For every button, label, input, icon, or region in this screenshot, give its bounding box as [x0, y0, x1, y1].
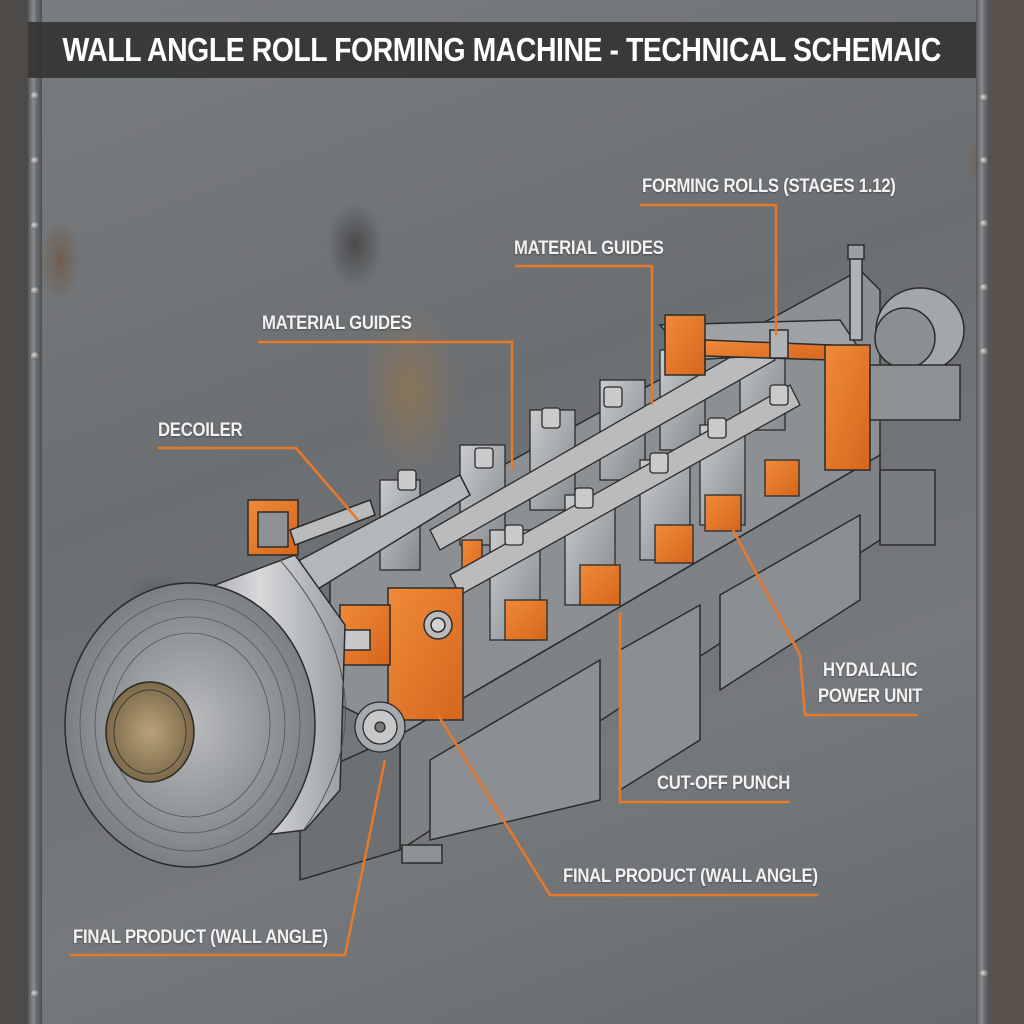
callout-material-guides-lower: MATERIAL GUIDES	[262, 313, 412, 334]
leader-material-guides-upper	[515, 264, 654, 405]
rivet	[31, 287, 39, 295]
rivet	[31, 157, 39, 165]
callout-hydraulic-power-unit: HYDALALIC POWER UNIT	[818, 658, 922, 710]
rivet	[31, 92, 39, 100]
rivet	[980, 220, 988, 228]
leader-final-product-left	[70, 759, 387, 957]
callout-hydraulic-line2: POWER UNIT	[818, 686, 923, 707]
rivet	[31, 222, 39, 230]
callout-forming-rolls: FORMING ROLLS (STAGES 1.12)	[642, 176, 896, 197]
left-riveted-seam	[28, 0, 42, 1024]
rivet	[980, 157, 988, 165]
rivet	[31, 990, 39, 998]
left-frame-edge	[0, 0, 28, 1024]
leader-hydraulic	[731, 529, 918, 717]
rivet	[980, 348, 988, 356]
gear	[354, 701, 406, 753]
title-bar: WALL ANGLE ROLL FORMING MACHINE - TECHNI…	[28, 22, 976, 78]
leader-cut-off-punch	[618, 612, 790, 804]
leader-material-guides-lower	[258, 340, 514, 470]
leader-forming-rolls	[640, 203, 778, 335]
right-frame-edge	[990, 0, 1024, 1024]
right-riveted-seam	[976, 0, 990, 1024]
callout-leader-lines	[70, 203, 918, 957]
callout-final-product-left: FINAL PRODUCT (WALL ANGLE)	[73, 927, 328, 948]
rivet	[980, 970, 988, 978]
decoiler-entry	[247, 473, 471, 721]
leader-decoiler	[158, 446, 359, 521]
callout-material-guides-upper: MATERIAL GUIDES	[514, 238, 664, 259]
steel-coil	[64, 554, 346, 868]
callout-final-product-right: FINAL PRODUCT (WALL ANGLE)	[563, 866, 818, 887]
callout-hydraulic-line1: HYDALALIC	[822, 660, 918, 681]
rivet	[980, 284, 988, 292]
rivet	[31, 352, 39, 360]
drive-end	[658, 244, 965, 471]
rivet	[980, 94, 988, 102]
callout-decoiler: DECOILER	[158, 420, 243, 441]
leader-final-product-right	[436, 714, 818, 897]
callout-cut-off-punch: CUT-OFF PUNCH	[657, 773, 791, 794]
page-title: WALL ANGLE ROLL FORMING MACHINE - TECHNI…	[62, 31, 942, 68]
